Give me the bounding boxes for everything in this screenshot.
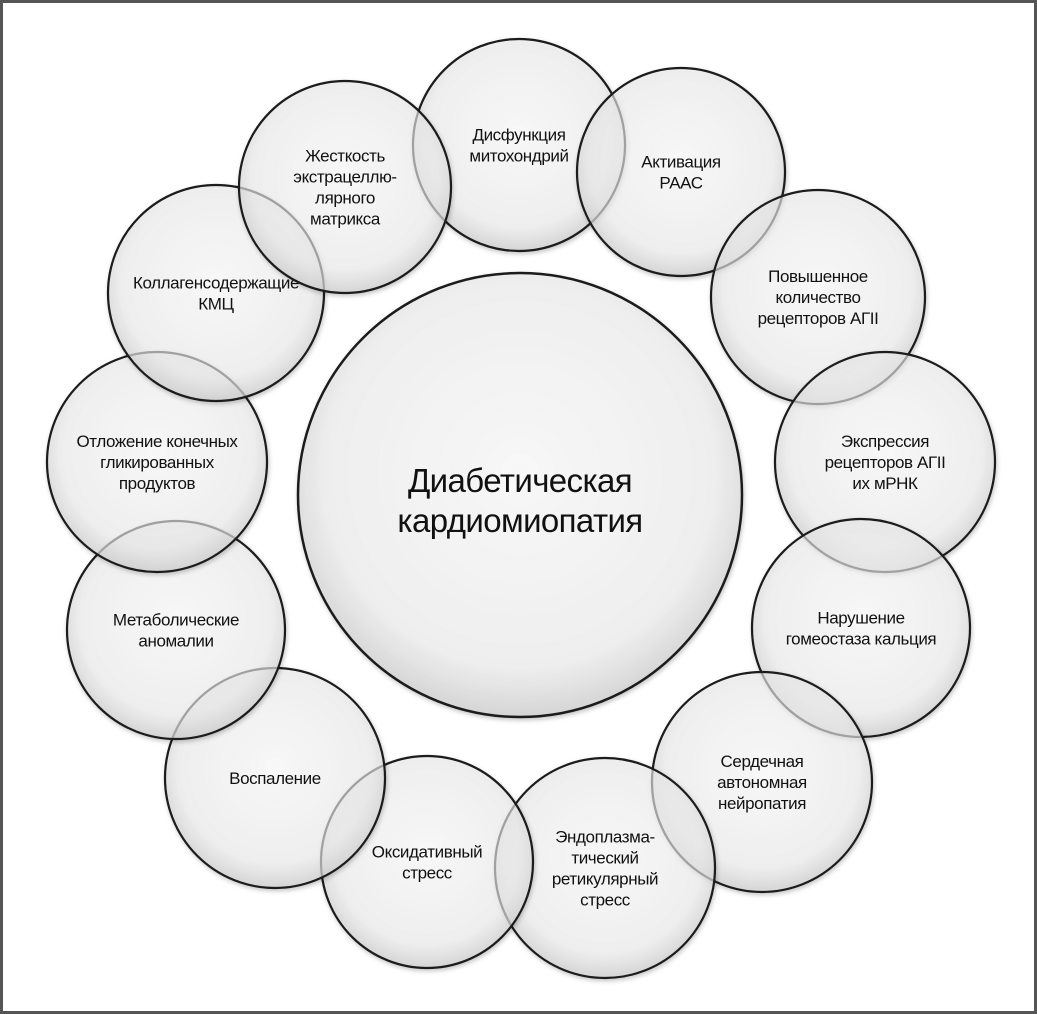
node-label: количество: [775, 288, 860, 307]
node-label: продуктов: [119, 474, 196, 493]
node-label: стресс: [402, 864, 453, 883]
node-agii-expr: Экспрессия рецепторов АГII их мРНК: [773, 350, 997, 574]
node-ecm: Жесткость экстрацеллю-лярного матрикса: [237, 79, 453, 295]
node-mito: Дисфункция митохондрий: [411, 37, 627, 253]
node-label: Отложение конечных: [76, 432, 238, 451]
node-label: их мРНК: [852, 474, 918, 493]
node-agii-count: Повышенное количество рецепторов АГII: [709, 188, 927, 406]
node-label: автономная: [717, 773, 807, 792]
node-label: Дисфункция: [472, 126, 565, 145]
node-label: КМЦ: [198, 295, 234, 314]
node-label: стресс: [580, 891, 631, 910]
node-label: аномалии: [138, 632, 213, 651]
node-metabolic: Метаболические аномалии: [65, 519, 287, 741]
center-title: Диабетическая: [408, 462, 632, 499]
node-label: Эндоплазма-: [555, 828, 655, 847]
node-label: Жесткость: [305, 147, 385, 166]
node-label: Оксидативный: [372, 843, 482, 862]
node-label: гомеостаза кальция: [786, 630, 937, 649]
node-label: экстрацеллю-: [293, 168, 396, 187]
node-label: лярного: [315, 189, 375, 208]
node-label: Активация: [641, 153, 721, 172]
node-circle: [575, 66, 787, 278]
node-label: рецепторов АГII: [825, 453, 946, 472]
node-label: Экспрессия: [841, 432, 929, 451]
node-circle: [237, 79, 453, 295]
node-label: рецепторов АГII: [758, 309, 879, 328]
center-title: кардиомиопатия: [397, 502, 642, 539]
node-label: РААС: [659, 174, 702, 193]
node-label: Коллагенсодержащие: [133, 274, 299, 293]
node-label: Повышенное: [768, 267, 868, 286]
node-label: Метаболические: [113, 611, 239, 630]
node-label: матрикса: [310, 210, 381, 229]
node-label: нейропатия: [718, 794, 806, 813]
node-label: Сердечная: [721, 752, 804, 771]
node-label: ретикулярный: [552, 870, 658, 889]
center-circle: [296, 271, 744, 719]
node-label: тический: [571, 849, 638, 868]
node-label: митохондрий: [469, 147, 568, 166]
node-label: гликированных: [100, 453, 215, 472]
node-label: Воспаление: [229, 769, 321, 788]
node-label: Нарушение: [817, 609, 904, 628]
